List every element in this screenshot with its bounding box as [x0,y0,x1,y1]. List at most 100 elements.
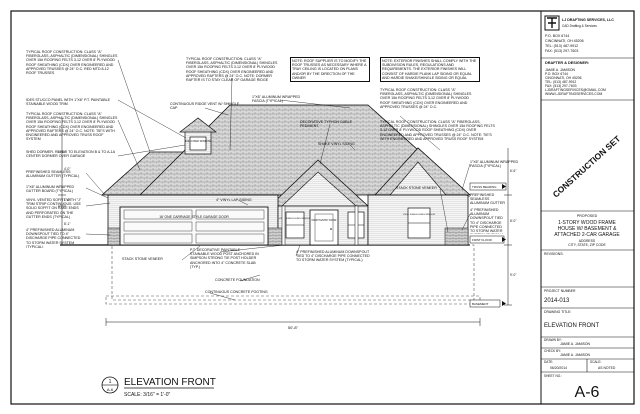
firm-subtitle: CAD Drafting & Services [562,24,597,28]
scale-label: SCALE: [590,360,601,364]
note-roof-supplier: NOTE: ROOF SUPPLIER IS TO MODIFY THE ROO… [290,57,370,83]
left-dim-1: 4'-0" [64,167,70,171]
stone-veneer-right [444,227,469,246]
sheet-no-label: SHEET NO.: [544,374,562,378]
address-line: CITY, STATE, ZIP CODE [568,243,606,247]
project-line-3: ATTACHED 2-CAR GARAGE [554,232,620,238]
garage-door-panels [123,209,265,244]
drawn-by: JAMIE A. JAMISON [560,342,591,346]
project-line-1: 1-STORY WOOD FRAME [558,220,616,226]
scale-value: AS NOTED [598,366,616,370]
elevation-drawing: 4028 FIXED WINDOW 16' ONE CARRIAGE STYLE… [58,104,516,330]
svg-text:VINYL SINGLE HUNG WINDOW: VINYL SINGLE HUNG WINDOW [403,214,436,216]
svg-text:TEL: (513) 487-9912: TEL: (513) 487-9912 [545,80,576,84]
note-roof-4: TYPICAL ROOF CONSTRUCTION: CLASS "A" FIB… [186,57,278,83]
dormer-window [189,136,207,151]
svg-text:P.O. BOX 6744: P.O. BOX 6744 [545,34,569,38]
note-stucco-panel: IDES STUCCO PANEL WITH 1"X6" P.T. PAINTA… [26,98,111,107]
drawing-title: ELEVATION FRONT [124,377,216,388]
note-seamless-gutter-right: PREFINISHED SEAMLESS ALUMINUM GUTTER (TY… [470,193,505,205]
gable-window-label: 4028 FIXED WINDOW [185,139,212,143]
stone-veneer-mid [267,227,283,246]
note-stack-stone-bottom: STACK STONE VENEER [122,257,163,261]
window-right-2: VINYL SINGLE HUNG WINDOW [403,207,436,239]
svg-text:VINYL SINGLE HUNG WINDOW: VINYL SINGLE HUNG WINDOW [279,218,312,220]
drawing-title-badge: 1 A-6 [101,376,119,394]
note-concrete-foundation: CONCRETE FOUNDATION [215,278,260,282]
note-roof-5: TYPICAL ROOF CONSTRUCTION: CLASS "A" FIB… [26,112,118,142]
entry-post-left [281,205,286,246]
stone-veneer-left [107,227,121,246]
svg-text:JAMIE A. JAMISON: JAMIE A. JAMISON [545,68,576,72]
badge-bottom: A-6 [107,387,114,392]
front-entry-door: FRONT ENTRY DOOR [309,209,339,246]
entry-post-right [354,205,359,246]
left-dim-3: 1'-0" [64,198,70,202]
svg-text:CINCINNATI, OH 45206: CINCINNATI, OH 45206 [545,76,582,80]
svg-text:WWW.LJDRAFTINGSERVICES.COM: WWW.LJDRAFTINGSERVICES.COM [545,92,602,96]
project-number: 2014-013 [544,298,570,304]
date-value: 06/20/2014 [550,366,567,370]
revisions-label: REVISIONS: [544,252,563,256]
truss-bearing-marker: TRUSS BEARING [469,182,507,191]
note-wrapped-gutter: 1"X6" ALUMINUM WRAPPED GUTTER BOARD (TYP… [26,185,75,194]
drawn-by-label: DRAWN BY: [544,338,562,342]
project-number-label: PROJECT NUMBER [544,289,576,293]
overall-dimension-label: 50'-8" [288,325,299,330]
leader-lines [85,59,471,301]
address-label: ADDRESS [579,239,596,243]
svg-text:FAX: (513) 297-7603: FAX: (513) 297-7603 [545,49,578,53]
note-roof-6: TYPICAL ROOF CONSTRUCTION: CLASS "A" FIB… [380,88,472,109]
note-vinyl-soffit: VINYL VENTED SOFFIT WITH "J" TRIM STRIP … [26,198,82,219]
note-downspout-left: 4" PREFINISHED ALUMINUM DOWNSPOUT TIED T… [26,228,81,248]
note-shed-dormer: SHED DORMER. REFER TO ELEVATION B & TO A… [26,150,115,159]
note-vinyl-lap: 4" VINYL LAP SIDING [216,198,252,202]
firm-logo [544,15,560,31]
svg-text:TEL: (513) 487-9912: TEL: (513) 487-9912 [545,44,578,48]
left-dimension [58,118,66,245]
note-roof-7: TYPICAL ROOF CONSTRUCTION: CLASS "A" FIB… [380,120,495,141]
firm-name: LJ DRAFTING SERVICES, LLC [562,18,614,22]
svg-text:TRUSS BEARING: TRUSS BEARING [472,185,497,189]
drafter-info: JAMIE A. JAMISON P.O. BOX 6744 CINCINNAT… [545,68,606,96]
basement-marker: BASEMENT [469,299,506,308]
sheet-no: A-6 [575,384,600,401]
note-decorative-post: P.T. DECORATIVE PAINTABLE STAINABLE WOOD… [190,248,259,269]
note-seamless-gutter: PREFINISHED SEAMLESS ALUMINUM GUTTER (TY… [26,170,80,179]
drawing-title-value: ELEVATION FRONT [544,323,599,329]
note-gable-pediment: DECORATIVE TYPHON GABLE PEDIMENT [300,120,352,129]
note-continuous-footing: CONTINUOUS CONCRETE FOOTING [205,290,268,294]
note-alum-fascia-right: 1"X6" ALUMINUM WRAPPED FASCIA (TYPICAL) [470,160,519,169]
drawing-scale: SCALE: 3/16" = 1'-0" [124,392,171,398]
drafter-heading: DRAFTER & DESIGNER: [545,61,589,65]
left-dim-2: 8'-1" [64,222,70,226]
sheet-border [10,10,635,405]
note-alum-fascia: 1"X6" ALUMINUM WRAPPED FASCIA (TYPICAL) [252,95,301,104]
badge-top: 1 [109,379,112,385]
svg-text:FRONT ENTRY DOOR: FRONT ENTRY DOOR [312,219,337,222]
checked-by-label: CHECK BY: [544,349,561,353]
note-shake-siding: SHAKE VINYL SIDING [318,142,355,146]
svg-text:FAX: (513) 297-7603: FAX: (513) 297-7603 [545,84,577,88]
checked-by: JAMIE A. JAMISON [560,353,591,357]
right-dim-2: 8'-0" [510,219,516,223]
project-label: PROPOSED [577,214,598,218]
note-ridge-vent: CONTINUOUS RIDGE VENT W/ SHINGLE CAP [170,102,240,111]
right-dimension [504,148,512,306]
date-label: DATE: [544,360,553,364]
title-block: LJ DRAFTING SERVICES, LLC CAD Drafting &… [541,15,634,401]
construction-set-stamp: CONSTRUCTION SET [551,133,623,199]
note-downspout-right: 4" PREFINISHED ALUMINUM DOWNSPOUT TIED T… [470,208,503,234]
svg-text:LJDRAFTINGSERVICES@GMAIL.COM: LJDRAFTINGSERVICES@GMAIL.COM [545,88,606,92]
svg-text:FIRST FLOOR: FIRST FLOOR [472,238,493,242]
note-exterior-finishes: NOTE: EXTERIOR FINISHES SHALL COMPLY WIT… [380,57,480,83]
note-downspout-mid: 4" PREFINISHED ALUMINUM DOWNSPOUT TIED T… [296,250,370,263]
dormer-roof [178,117,218,133]
garage-door [119,206,269,246]
window-left: VINYL SINGLE HUNG WINDOW [279,211,312,239]
svg-text:BASEMENT: BASEMENT [472,302,489,306]
notes: TYPICAL ROOF CONSTRUCTION: CLASS "A" FIB… [26,50,519,294]
first-floor-marker: FIRST FLOOR [469,235,506,244]
garage-door-label: 16' ONE CARRIAGE STYLE GARAGE DOOR [159,215,229,219]
